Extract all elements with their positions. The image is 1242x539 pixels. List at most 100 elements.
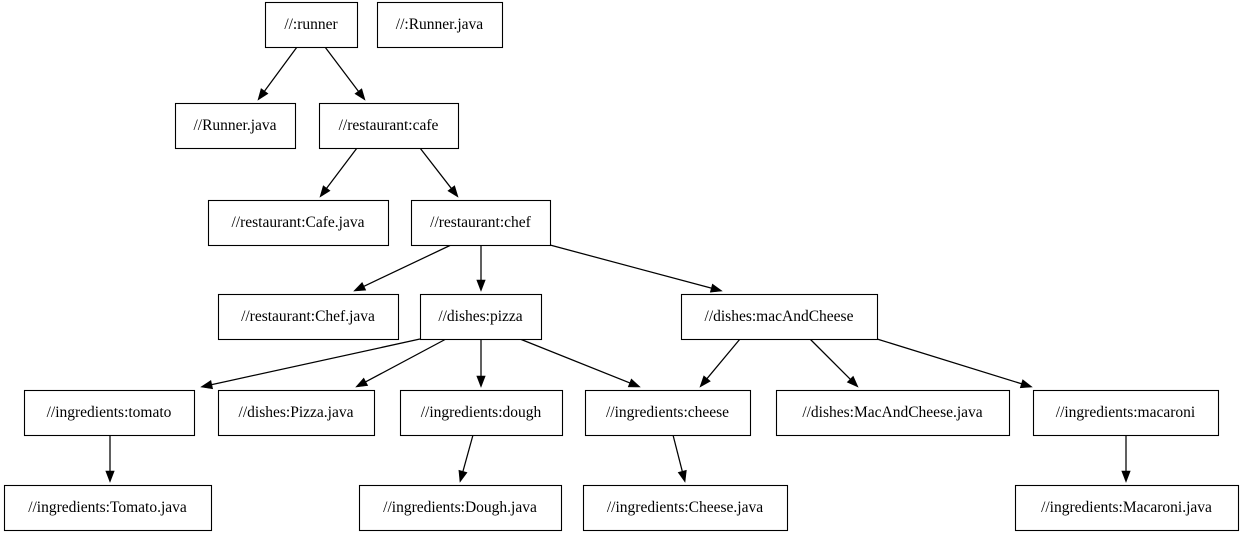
node-label: //restaurant:cafe [339,117,439,134]
node-label: //restaurant:chef [430,214,532,231]
arrowhead-icon [677,469,687,483]
graph-node-ing_dough[interactable]: //ingredients:dough [399,389,564,437]
node-label: //ingredients:Dough.java [383,499,537,516]
arrowhead-icon [1019,379,1033,389]
edge-dishes_mac-to-ing_macaroni [876,338,1033,389]
graph-node-runner[interactable]: //:runner [264,1,359,49]
node-label: //restaurant:Cafe.java [232,214,365,231]
edge-line [672,434,683,472]
edge-runner-to-restaurant_cafe [324,46,366,101]
graph-node-cafe_java[interactable]: //restaurant:Cafe.java [207,199,390,247]
edge-restaurant_cafe-to-cafe_java [319,147,358,198]
graph-node-ing_tomato[interactable]: //ingredients:tomato [23,389,196,437]
edge-restaurant_chef-to-chef_java [353,244,452,292]
graph-node-macaroni_java[interactable]: //ingredients:Macaroni.java [1014,484,1240,532]
edge-ing_cheese-to-cheese_java [672,434,687,483]
edge-dishes_mac-to-ing_cheese [699,338,741,388]
node-label: //ingredients:dough [421,404,542,421]
node-box[interactable] [680,293,879,341]
edge-line [876,338,1022,385]
node-box[interactable] [217,389,376,437]
node-label: //:Runner.java [396,16,484,33]
arrowhead-icon [476,279,486,292]
node-label: //dishes:MacAndCheese.java [802,404,982,421]
node-box[interactable] [1014,484,1240,532]
edge-restaurant_chef-to-dishes_pizza [476,245,486,292]
edge-restaurant_chef-to-dishes_mac [549,244,723,293]
arrowhead-icon [627,378,641,388]
node-box[interactable] [419,293,543,341]
edges-layer [105,46,1131,483]
arrowhead-icon [447,185,459,198]
arrowhead-icon [200,380,214,390]
edge-dishes_pizza-to-ing_dough [476,339,486,388]
arrowhead-icon [476,375,486,388]
edge-line [365,338,447,383]
node-label: //dishes:pizza [438,308,522,325]
node-box[interactable] [1032,389,1220,437]
graph-node-cheese_java[interactable]: //ingredients:Cheese.java [582,484,789,532]
edge-restaurant_cafe-to-restaurant_chef [419,147,459,198]
edge-line [419,147,452,189]
node-box[interactable] [399,389,564,437]
graph-node-dough_java[interactable]: //ingredients:Dough.java [358,484,563,532]
edge-dishes_pizza-to-ing_tomato [200,338,421,390]
graph-node-dishes_pizza[interactable]: //dishes:pizza [419,293,543,341]
node-box[interactable] [410,199,552,247]
node-box[interactable] [3,484,213,532]
arrowhead-icon [699,375,711,388]
graph-node-pizza_java[interactable]: //dishes:Pizza.java [217,389,376,437]
edge-line [809,338,851,380]
graph-node-ing_cheese[interactable]: //ingredients:cheese [584,389,752,437]
node-box[interactable] [207,199,390,247]
edge-line [324,46,359,92]
node-label: //dishes:Pizza.java [239,404,354,421]
node-label: //ingredients:Cheese.java [607,499,763,516]
graph-node-runner_java_root[interactable]: //:Runner.java [376,1,504,49]
edge-line [549,244,712,289]
arrowhead-icon [1121,470,1131,483]
graph-node-ing_macaroni[interactable]: //ingredients:macaroni [1032,389,1220,437]
node-label: //ingredients:Macaroni.java [1041,499,1212,516]
graph-node-restaurant_chef[interactable]: //restaurant:chef [410,199,552,247]
node-box[interactable] [358,484,563,532]
graph-node-chef_java[interactable]: //restaurant:Chef.java [217,293,400,341]
edge-line [326,147,358,189]
nodes-layer: //:runner //:Runner.java //Runner.java //re… [3,1,1240,532]
node-box[interactable] [582,484,789,532]
graph-node-mac_java[interactable]: //dishes:MacAndCheese.java [775,389,1011,437]
node-box[interactable] [217,293,400,341]
edge-line [211,338,421,386]
node-label: //Runner.java [193,117,276,134]
edge-line [363,244,452,287]
graph-node-tomato_java[interactable]: //ingredients:Tomato.java [3,484,213,532]
arrowhead-icon [257,88,269,101]
node-box[interactable] [174,102,297,150]
edge-line [706,338,741,379]
arrowhead-icon [458,469,468,483]
arrowhead-icon [353,281,367,292]
edge-line [519,338,631,384]
edge-ing_dough-to-dough_java [458,434,474,483]
node-box[interactable] [318,102,460,150]
arrowhead-icon [846,375,859,388]
arrowhead-icon [709,283,723,293]
graph-node-runner_java[interactable]: //Runner.java [174,102,297,150]
graph-node-dishes_mac[interactable]: //dishes:macAndCheese [680,293,879,341]
arrowhead-icon [354,88,366,101]
node-box[interactable] [376,1,504,49]
node-label: //ingredients:macaroni [1056,404,1196,421]
arrowhead-icon [105,470,115,483]
node-box[interactable] [23,389,196,437]
edge-ing_macaroni-to-macaroni_java [1121,435,1131,483]
edge-dishes_pizza-to-ing_cheese [519,338,641,388]
edge-ing_tomato-to-tomato_java [105,435,115,483]
edge-runner-to-runner_java [257,46,298,101]
node-box[interactable] [264,1,359,49]
edge-dishes_mac-to-mac_java [809,338,859,388]
graph-node-restaurant_cafe[interactable]: //restaurant:cafe [318,102,460,150]
node-box[interactable] [584,389,752,437]
node-box[interactable] [775,389,1011,437]
node-label: //ingredients:Tomato.java [28,499,187,516]
